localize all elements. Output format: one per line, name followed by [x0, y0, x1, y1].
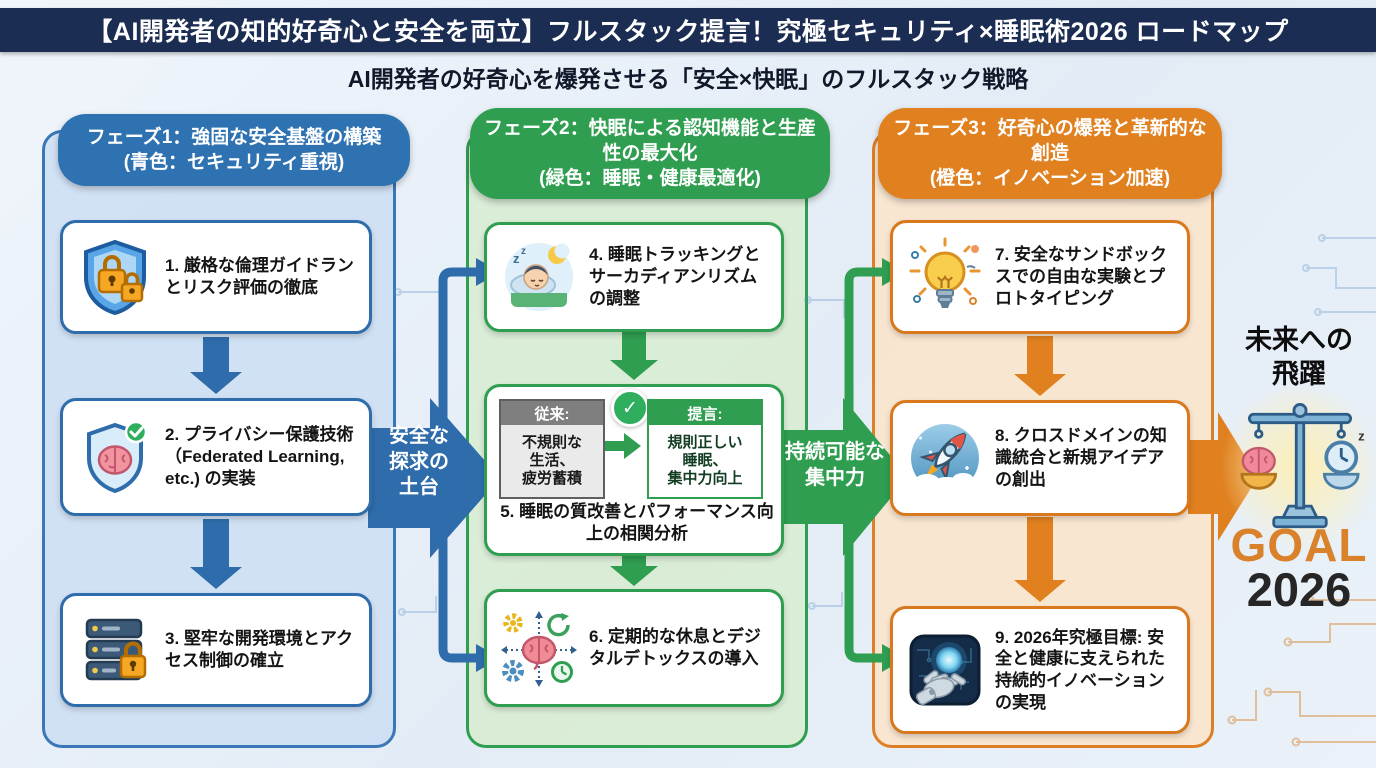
- step-text-5: 5. 睡眠の質改善とパフォーマンス向上の相関分析: [500, 502, 774, 544]
- lightbulb-icon: [903, 237, 987, 317]
- step-text-2: 2. プライバシー保護技術（Federated Learning, etc.) …: [165, 425, 354, 488]
- step-text-6: 6. 定期的な休息とデジタルデトックスの導入: [589, 627, 761, 668]
- before-text: 不規則な 生活、 疲労蓄積: [501, 425, 603, 497]
- step-text-1: 1. 厳格な倫理ガイドランとリスク評価の徹底: [165, 256, 354, 297]
- svg-text:z: z: [521, 246, 526, 257]
- after-text: 規則正しい 睡眠、 集中力向上: [649, 425, 761, 497]
- circuit-decoration-orange: [1227, 595, 1376, 747]
- goal-year: 2026: [1246, 563, 1352, 616]
- after-label: 提言:: [649, 401, 761, 425]
- before-mini-box: 従来: 不規則な 生活、 疲労蓄積: [499, 399, 605, 499]
- step-text-3: 3. 堅牢な開発環境とアクセス制御の確立: [165, 629, 354, 670]
- sleeping-person-icon: z z: [497, 237, 581, 317]
- after-mini-box: 提言: 規則正しい 睡眠、 集中力向上: [647, 399, 763, 499]
- title-bar: 【AI開発者の知的好奇心と安全を両立】フルスタック提言！究極セキュリティ×睡眠術…: [0, 8, 1376, 52]
- right-arrow-icon: [605, 433, 641, 464]
- step-text-8: 8. クロスドメインの知識統合と新規アイデアの創出: [995, 426, 1167, 489]
- check-icon: ✓: [611, 389, 649, 427]
- page-title: 【AI開発者の知的好奇心と安全を両立】フルスタック提言！究極セキュリティ×睡眠術…: [87, 18, 1289, 46]
- step-card-1: 1. 厳格な倫理ガイドランとリスク評価の徹底: [60, 220, 372, 334]
- step-card-3: 3. 堅牢な開発環境とアクセス制御の確立: [60, 593, 372, 707]
- server-lock-icon: [73, 610, 157, 690]
- step-card-9: 9. 2026年究極目標: 安全と健康に支えられた持続的イノベーションの実現: [890, 606, 1190, 734]
- phase2-to-phase3-arrow-label: 持続可能な 集中力: [785, 441, 885, 489]
- rocket-icon: [903, 418, 987, 498]
- shield-brain-check-icon: [73, 417, 157, 497]
- before-label: 従来:: [501, 401, 603, 425]
- step-card-6: 6. 定期的な休息とデジタルデトックスの導入: [484, 589, 784, 707]
- robot-hand-icon: [903, 630, 987, 710]
- step-card-7: 7. 安全なサンドボックスでの自由な実験とプロトタイピング: [890, 220, 1190, 334]
- brain-gears-icon: [497, 608, 581, 688]
- step-card-4: z z 4. 睡眠トラッキングとサーカディアンリズムの調整: [484, 222, 784, 332]
- step-text-9: 9. 2026年究極目標: 安全と健康に支えられた持続的イノベーションの実現: [995, 627, 1165, 712]
- phase1-header: フェーズ1：強固な安全基盤の構築 (青色：セキュリティ重視): [58, 114, 410, 186]
- phase2-header: フェーズ2：快眠による認知機能と生産性の最大化 (緑色：睡眠・健康最適化): [470, 108, 830, 200]
- step-card-2: 2. プライバシー保護技術（Federated Learning, etc.) …: [60, 398, 372, 516]
- phase3-header: フェーズ3：好奇心の爆発と革新的な創造 (橙色：イノベーション加速): [878, 108, 1222, 200]
- step-text-7: 7. 安全なサンドボックスでの自由な実験とプロトタイピング: [995, 245, 1167, 308]
- page-subtitle: AI開発者の好奇心を爆発させる「安全×快眠」のフルスタック戦略: [347, 66, 1029, 92]
- step-card-5: 従来: 不規則な 生活、 疲労蓄積 ✓ 提言: 規則正しい 睡眠、 集中力向上 …: [484, 384, 784, 556]
- phase1-to-phase2-arrow-label: 安全な 探求の 土台: [389, 425, 449, 499]
- step-card-8: 8. クロスドメインの知識統合と新規アイデアの創出: [890, 400, 1190, 516]
- svg-text:z: z: [1358, 429, 1365, 444]
- balance-scale-icon: z: [1234, 388, 1366, 543]
- shield-lock-icon: [73, 237, 157, 317]
- step-text-4: 4. 睡眠トラッキングとサーカディアンリズムの調整: [589, 245, 761, 308]
- svg-text:z: z: [513, 251, 520, 266]
- goal-heading: 未来への 飛躍: [1245, 325, 1353, 389]
